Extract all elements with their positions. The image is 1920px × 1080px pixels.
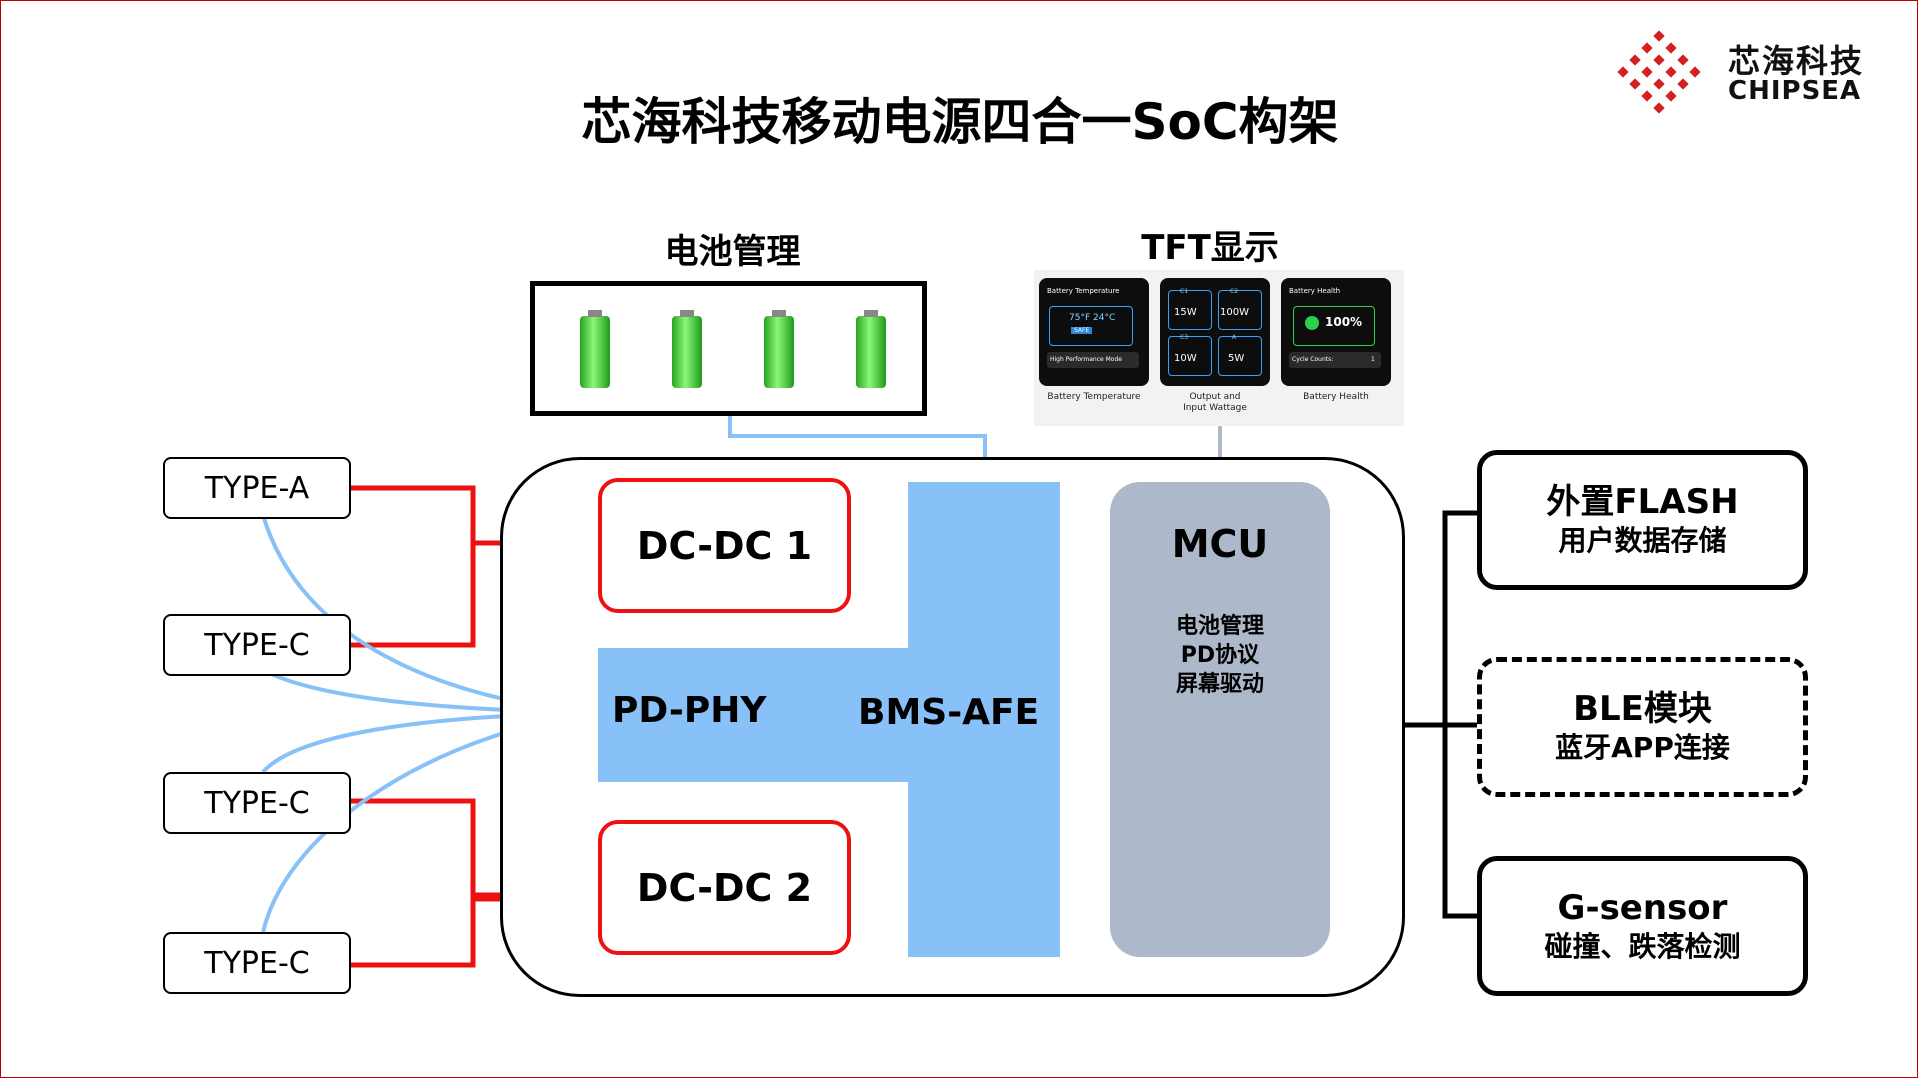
tft-caption: Output and Input Wattage <box>1183 392 1247 413</box>
port-type-c: TYPE-C <box>163 614 351 676</box>
battery-cells <box>580 310 886 388</box>
logo-text-cn: 芯海科技 <box>1728 42 1865 80</box>
dcdc2-block: DC-DC 2 <box>598 820 851 955</box>
battery-cell-icon <box>764 310 794 388</box>
logo-text-en: CHIPSEA <box>1728 76 1862 106</box>
tft-section-label: TFT显示 <box>1141 228 1279 268</box>
heart-icon <box>1305 316 1319 330</box>
port-type-c: TYPE-C <box>163 772 351 834</box>
tft-caption: Battery Temperature <box>1047 392 1141 402</box>
peripheral-flash: 外置FLASH 用户数据存储 <box>1477 450 1808 590</box>
tft-caption: Battery Health <box>1303 392 1369 402</box>
battery-cell-icon <box>672 310 702 388</box>
peripheral-gsensor: G-sensor 碰撞、跌落检测 <box>1477 856 1808 996</box>
tft-screen-health: Battery Health 100% Cycle Counts: 1 <box>1281 278 1391 386</box>
peripheral-ble: BLE模块 蓝牙APP连接 <box>1477 657 1808 797</box>
pd-phy-label: PD-PHY <box>612 690 767 731</box>
battery-box <box>530 281 927 416</box>
battery-cell-icon <box>856 310 886 388</box>
port-type-c: TYPE-C <box>163 932 351 994</box>
pd-phy-block <box>598 648 908 782</box>
flash-bus <box>1442 510 1477 919</box>
tft-panel: Battery Temperature 75°F 24°C SAFE High … <box>1034 270 1404 426</box>
tft-screen-wattage: C1 C2 C3 A 15W 100W 10W 5W <box>1160 278 1270 386</box>
chipsea-logo-icon <box>1617 30 1701 114</box>
type-c-power-line <box>351 798 476 968</box>
bms-afe-label: BMS-AFE <box>858 692 1040 733</box>
mcu-title: MCU <box>1171 522 1269 566</box>
type-a-power-line <box>351 485 476 648</box>
port-type-a: TYPE-A <box>163 457 351 519</box>
battery-section-label: 电池管理 <box>664 232 801 272</box>
bms-afe-block <box>908 482 1060 957</box>
mcu-block <box>1110 482 1330 957</box>
battery-cell-icon <box>580 310 610 388</box>
page-title: 芯海科技移动电源四合一SoC构架 <box>581 93 1339 151</box>
dcdc1-block: DC-DC 1 <box>598 478 851 613</box>
tft-screen-temperature: Battery Temperature 75°F 24°C SAFE High … <box>1039 278 1149 386</box>
mcu-description: 电池管理 PD协议 屏幕驱动 <box>1175 614 1264 697</box>
